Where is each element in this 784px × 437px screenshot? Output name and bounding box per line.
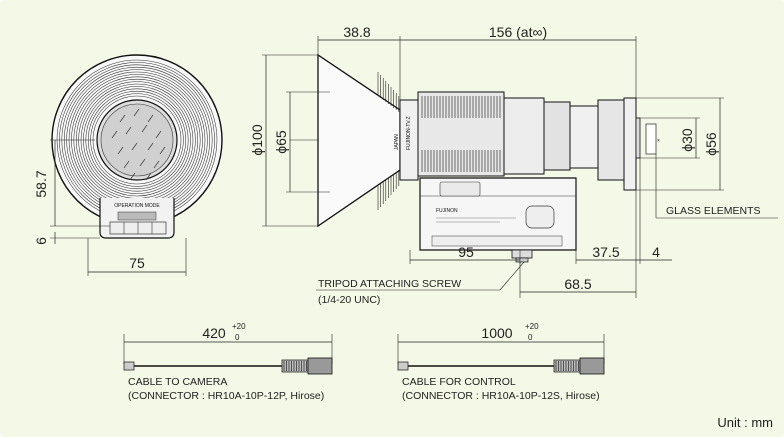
ctrl-tol-plus: +20: [525, 322, 539, 331]
unit-label: Unit : mm: [717, 415, 773, 430]
ctrl-cable-title: CABLE FOR CONTROL: [402, 376, 516, 388]
dim-overall-length: 156 (at∞): [489, 24, 547, 40]
cable-to-camera: 420 +20 0 CABLE TO CAMERA (CONNECTOR : H…: [123, 322, 333, 402]
cam-tol-plus: +20: [232, 322, 246, 331]
front-view: OPERATION MODE 58.7 6 75: [33, 54, 223, 276]
box-brand: FUJINON: [436, 208, 458, 214]
dim-rear-small: 4: [652, 244, 660, 260]
cam-cable-title: CABLE TO CAMERA: [128, 376, 227, 388]
hood-ribs: [377, 72, 400, 210]
cam-cable-connector: (CONNECTOR : HR10A-10P-12P, Hirose): [128, 390, 324, 402]
side-view: × FUJINON-TV.Z JAPAN FUJINON 38.8 156 (a…: [249, 24, 778, 306]
dim-front-height: 58.7: [33, 170, 49, 197]
ctrl-tol-minus: 0: [528, 333, 533, 342]
dim-mount-offset: 95: [458, 244, 474, 260]
cam-connector-grip: [283, 361, 307, 371]
dim-screw-offset: 68.5: [564, 276, 591, 292]
side-japan: JAPAN: [394, 134, 400, 150]
ctrl-connector-grip: [555, 361, 579, 371]
dim-front-dia: ϕ65: [273, 130, 289, 154]
glass-mark: ×: [657, 138, 660, 144]
ctrl-cable-length: 1000: [481, 325, 512, 341]
cam-tol-minus: 0: [235, 333, 240, 342]
tripod-spec: (1/4-20 UNC): [318, 294, 380, 306]
dim-front-base: 6: [33, 237, 49, 245]
dim-hood-length: 38.8: [343, 24, 370, 40]
tripod-label: TRIPOD ATTACHING SCREW: [318, 278, 461, 290]
dim-front-width: 75: [129, 255, 145, 271]
cable-for-control: 1000 +20 0 CABLE FOR CONTROL (CONNECTOR …: [397, 322, 605, 402]
dim-hood-dia: ϕ100: [249, 124, 265, 155]
dim-rear-30: ϕ30: [679, 128, 695, 152]
barrel-knurling: [421, 96, 501, 172]
glass-elements-label: GLASS ELEMENTS: [666, 205, 761, 217]
operation-mode-label: OPERATION MODE: [114, 203, 160, 209]
dim-rear-56: ϕ56: [703, 132, 719, 156]
side-brand: FUJINON-TV.Z: [406, 116, 412, 150]
cam-cable-length: 420: [202, 325, 226, 341]
front-glass-reflections: [111, 108, 166, 181]
dim-rear-offset: 37.5: [592, 244, 619, 260]
ctrl-cable-connector: (CONNECTOR : HR10A-10P-12S, Hirose): [402, 390, 600, 402]
